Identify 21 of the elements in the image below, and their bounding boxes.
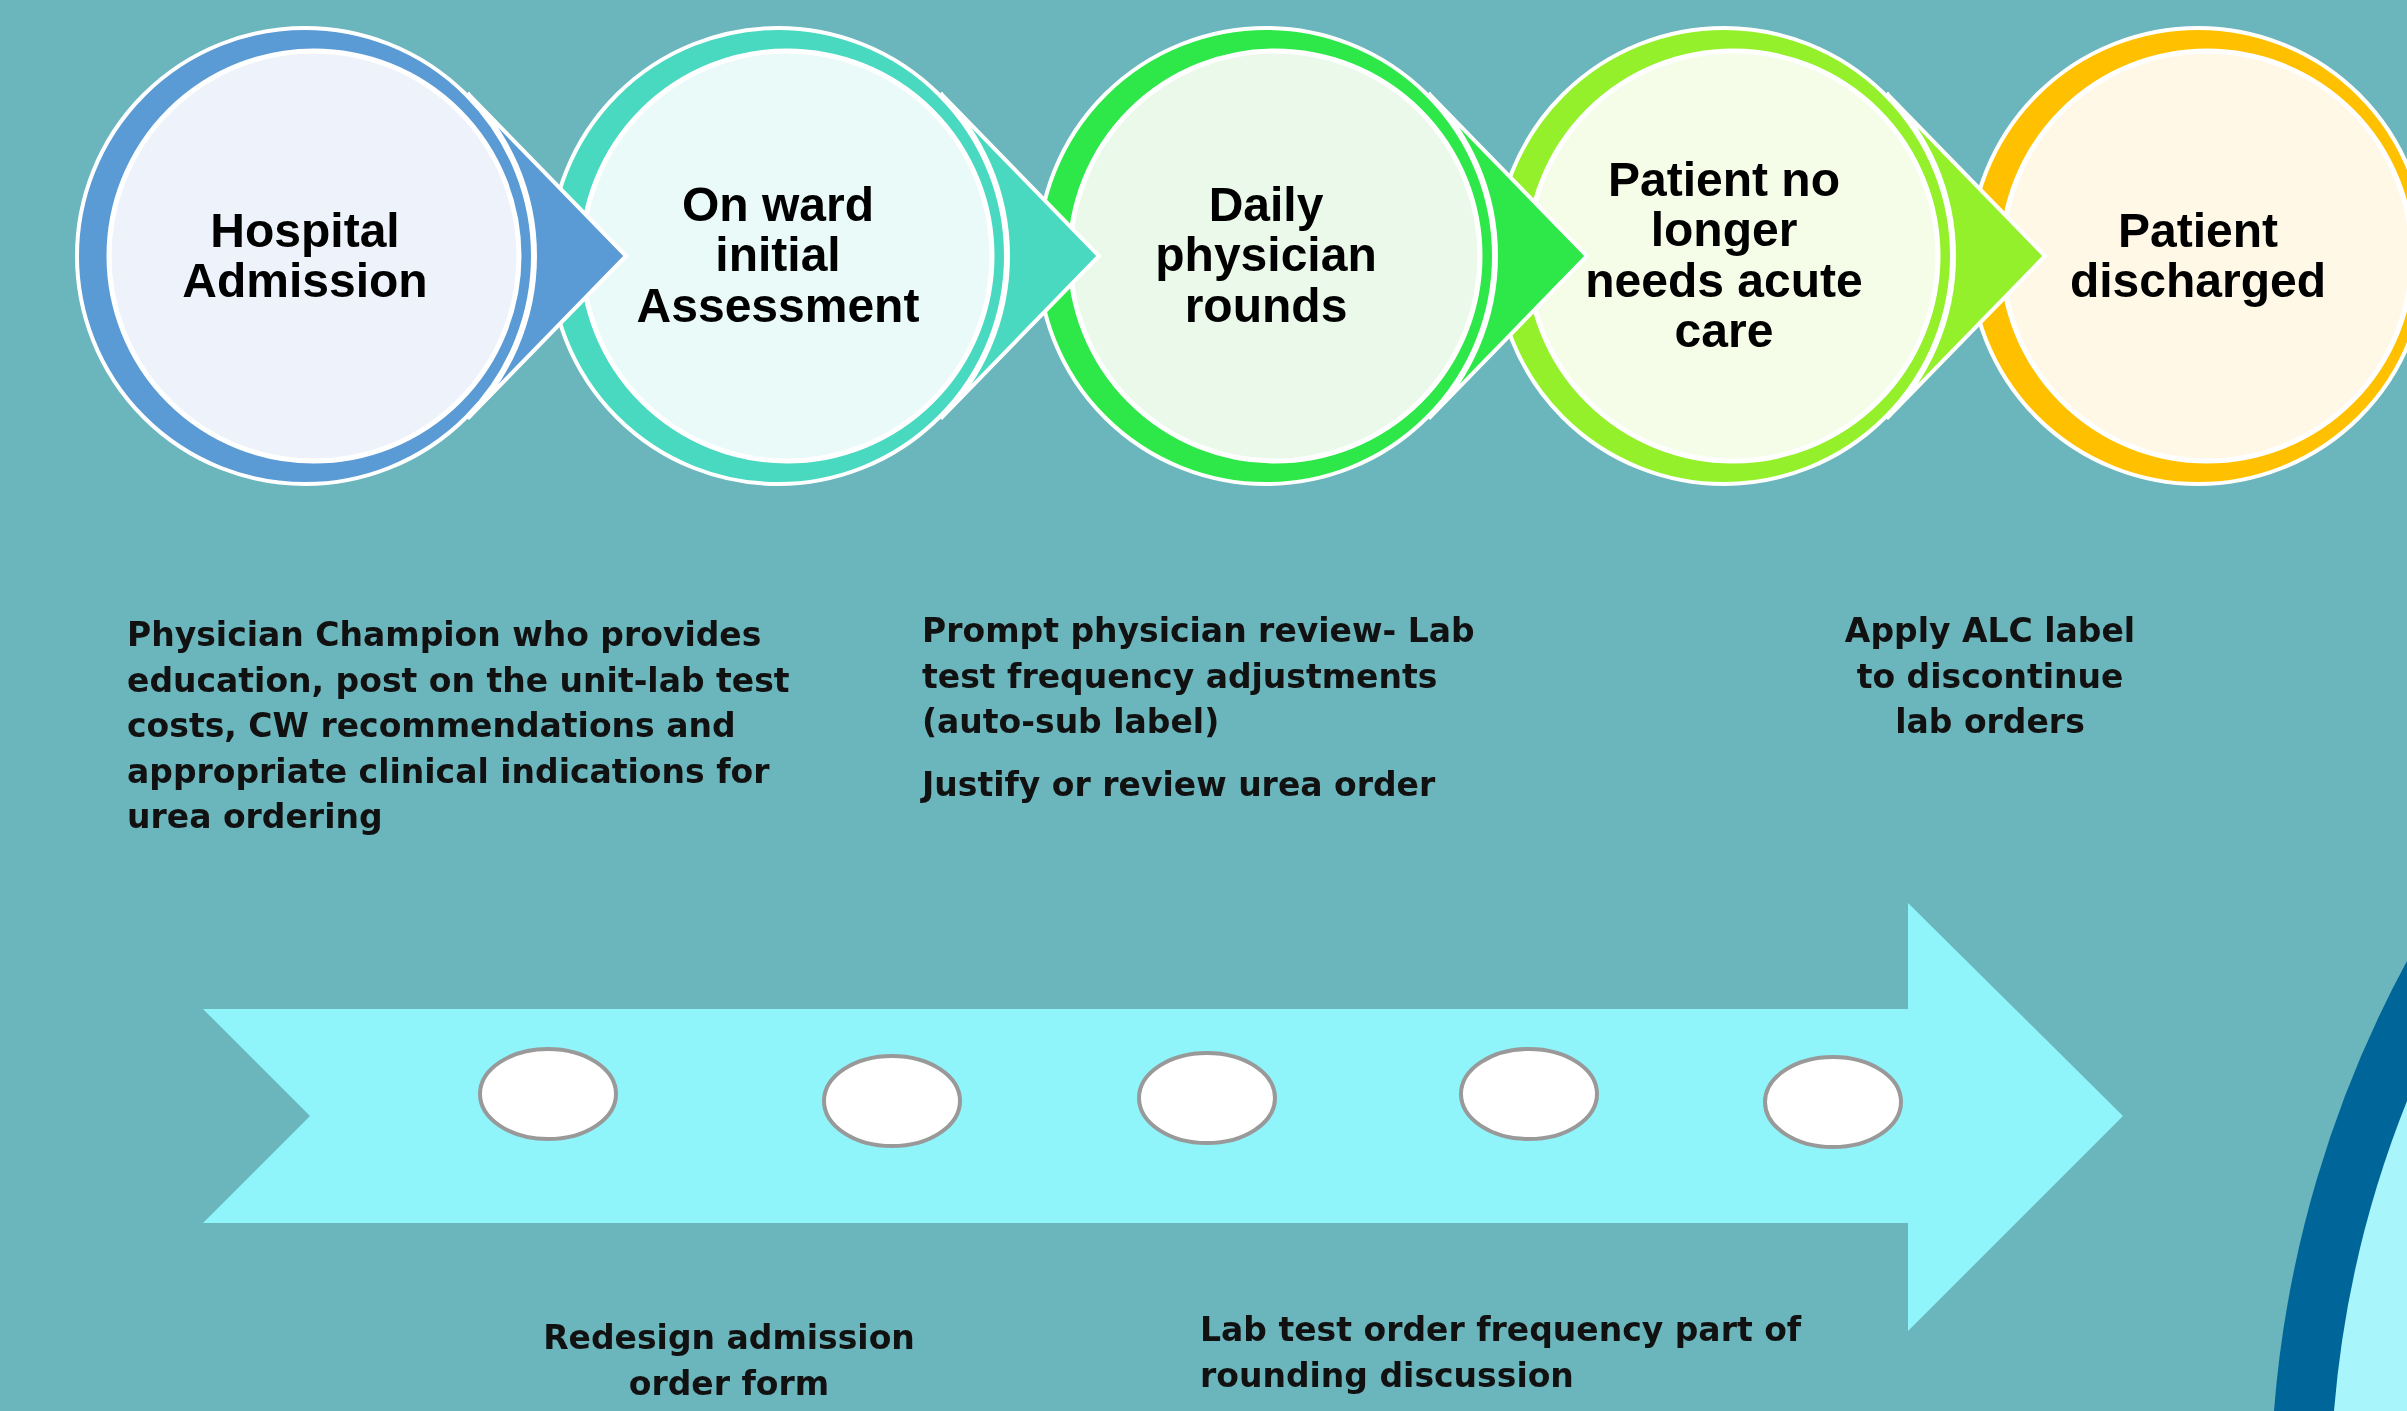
step-label: Patient no longer needs acute care <box>1584 155 1864 357</box>
timeline-marker <box>820 1052 964 1150</box>
note-text: Justify or review urea order <box>922 764 1437 806</box>
curved-band <box>2274 961 2407 1411</box>
note-text: Physician Champion who provides education, post on the unit-lab test costs, CW recommendations and appropriate clinical indications for urea ordering <box>127 614 791 839</box>
step-label: Hospital Admission <box>181 205 429 307</box>
timeline-marker <box>476 1045 620 1143</box>
note-text: Redesign admission order form <box>542 1317 916 1405</box>
chevron-arrow <box>1884 91 2047 421</box>
step-label: Daily physician rounds <box>1154 180 1378 332</box>
note-text: Prompt physician review- Lab test frequency adjustments (auto-sub label) <box>922 610 1476 744</box>
timeline-marker <box>1457 1045 1601 1143</box>
chevron-arrow <box>465 91 628 421</box>
timeline-marker <box>1135 1049 1279 1147</box>
timeline-marker <box>1761 1053 1905 1151</box>
step-label: Patient discharged <box>2068 205 2328 307</box>
note-text: Apply ALC label to discontinue lab orders <box>1843 610 2137 744</box>
step-label: On ward initial Assessment <box>635 180 921 332</box>
note-text: Lab test order frequency part of rounding discussion <box>1200 1309 1803 1397</box>
chevron-arrow <box>938 91 1101 421</box>
chevron-arrow <box>1426 91 1589 421</box>
